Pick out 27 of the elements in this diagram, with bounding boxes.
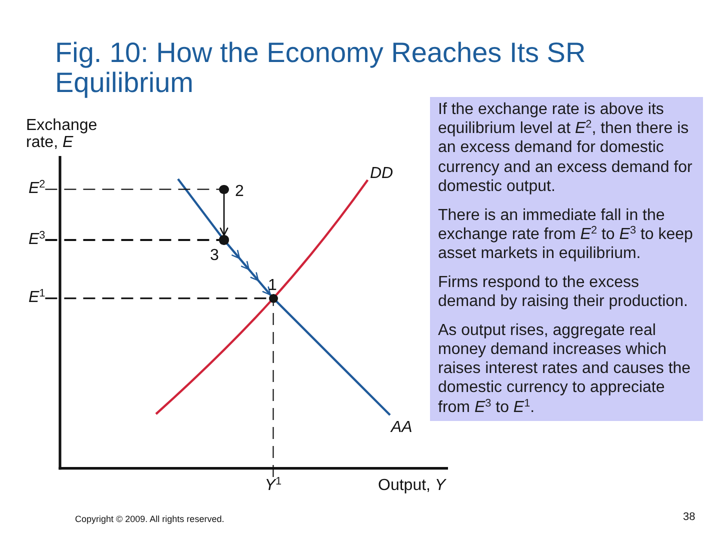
tick-label: E$^{3}$	[28, 231, 46, 249]
arrow	[226, 243, 271, 296]
page-number: 38	[683, 510, 696, 524]
guide-line	[272, 302, 274, 477]
point-label: 3	[210, 247, 219, 265]
arrow	[220, 194, 228, 236]
point-label: 1	[268, 277, 277, 295]
tick-label: E$^{1}$	[28, 289, 46, 308]
guide-line	[45, 239, 220, 241]
axis-label: Output, Y	[378, 477, 446, 495]
tick-label: Y$^{1}$	[264, 477, 282, 495]
slide-title: Fig. 10: How the Economy Reaches Its SR Equilibrium	[55, 38, 587, 97]
explanation-text: If the exchange rate is above its equilibrium level at E$^{2}$, then there is an excess demand for domestic currency and an excess demand for domestic output.	[438, 100, 694, 196]
explanation-text: There is an immediate fall in the exchange rate from E$^{2}$ to E$^{3}$ to keep asset markets in equilibrium.	[438, 206, 694, 264]
data-point	[219, 184, 229, 194]
copyright-notice: Copyright © 2009. All rights reserved.	[75, 513, 224, 525]
data-point	[219, 235, 229, 245]
tick-label: E$^{2}$	[28, 180, 46, 198]
axis-label: Exchange rate, E	[26, 117, 98, 151]
curve-label: DD	[370, 165, 394, 183]
text-panel	[430, 97, 703, 421]
explanation-text: As output rises, aggregate real money demand increases which raises interest rates and causes the domestic currency to appreciate from E$^{3}$ to E$^{1}$.	[438, 320, 692, 417]
curve-label: AA	[391, 419, 412, 437]
point-label: 2	[235, 183, 244, 201]
guide-line	[45, 298, 269, 300]
explanation-text: Firms respond to the excess demand by raising their production.	[438, 272, 689, 312]
guide-line	[45, 188, 220, 190]
